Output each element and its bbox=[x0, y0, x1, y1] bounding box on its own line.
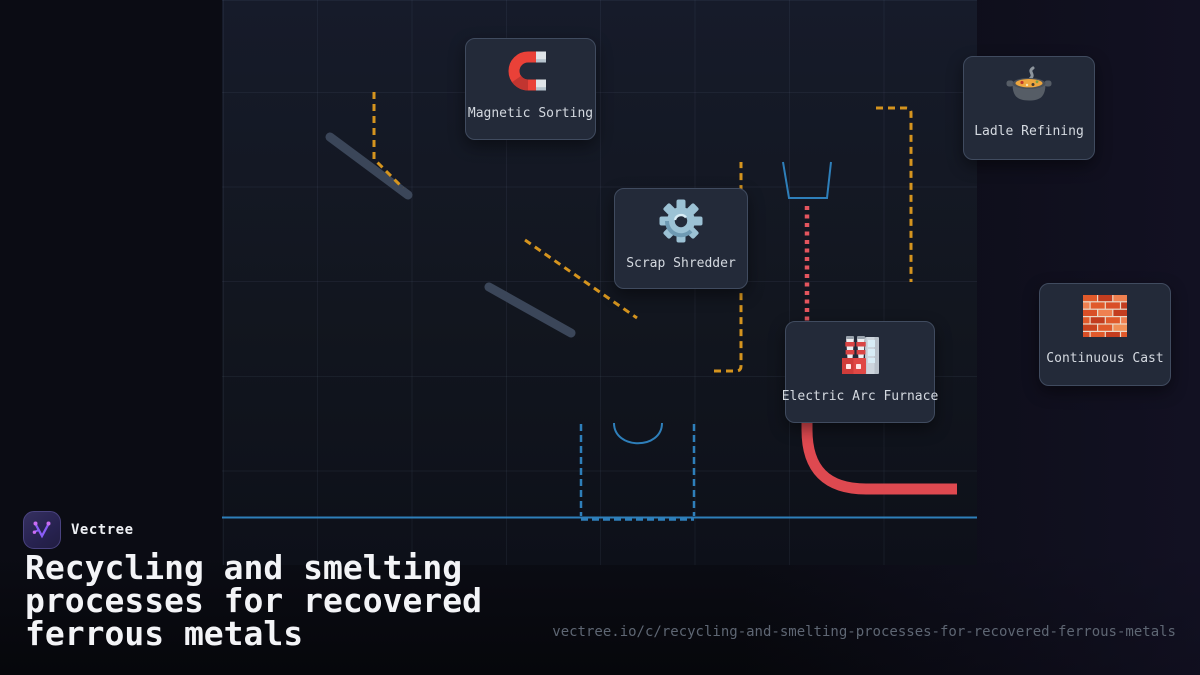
edge-shredder-to-furnace-dashed bbox=[524, 238, 638, 320]
red-flow-curve bbox=[801, 395, 957, 495]
node-label: Continuous Cast bbox=[1046, 351, 1164, 366]
node-ladle-refining[interactable]: Ladle Refining bbox=[963, 56, 1095, 160]
title-line-1: Recycling and smelting bbox=[25, 548, 463, 587]
ladle-funnel-connector bbox=[782, 161, 832, 199]
diagram-panel: Magnetic Sorting Scrap Shredder bbox=[222, 0, 1171, 565]
title-line-3: ferrous metals bbox=[25, 614, 304, 653]
edge-ladle-to-cast-dashed bbox=[876, 106, 913, 282]
gear-icon bbox=[659, 199, 703, 243]
vectree-logo-icon bbox=[32, 521, 51, 539]
pot-of-food-icon bbox=[1006, 66, 1052, 101]
edge-magnetic-to-shredder bbox=[325, 132, 413, 200]
furnace-arc-connector bbox=[613, 422, 663, 445]
page-title: Recycling and smelting processes for rec… bbox=[25, 551, 565, 650]
node-continuous-cast[interactable]: Continuous Cast bbox=[1039, 283, 1171, 386]
factory-icon bbox=[842, 336, 879, 374]
brand-name: Vectree bbox=[71, 522, 134, 538]
title-line-2: processes for recovered bbox=[25, 581, 482, 620]
node-label: Electric Arc Furnace bbox=[781, 389, 939, 404]
node-label: Scrap Shredder bbox=[626, 256, 736, 271]
vectree-logo[interactable] bbox=[23, 511, 61, 549]
edge-shredder-to-furnace bbox=[484, 282, 576, 338]
node-scrap-shredder[interactable]: Scrap Shredder bbox=[614, 188, 748, 289]
node-label: Ladle Refining bbox=[974, 124, 1084, 139]
edges-layer bbox=[222, 92, 977, 521]
node-label: Magnetic Sorting bbox=[467, 106, 594, 121]
edge-furnace-to-ladle-dashed bbox=[714, 162, 743, 373]
node-magnetic-sorting[interactable]: Magnetic Sorting bbox=[465, 38, 596, 140]
edge-magnetic-to-furnace-dashed bbox=[372, 92, 405, 190]
share-url[interactable]: vectree.io/c/recycling-and-smelting-proc… bbox=[552, 624, 1176, 640]
node-electric-arc-furnace[interactable]: Electric Arc Furnace bbox=[782, 321, 938, 423]
magnet-icon bbox=[508, 51, 546, 91]
brick-icon bbox=[1083, 295, 1127, 337]
